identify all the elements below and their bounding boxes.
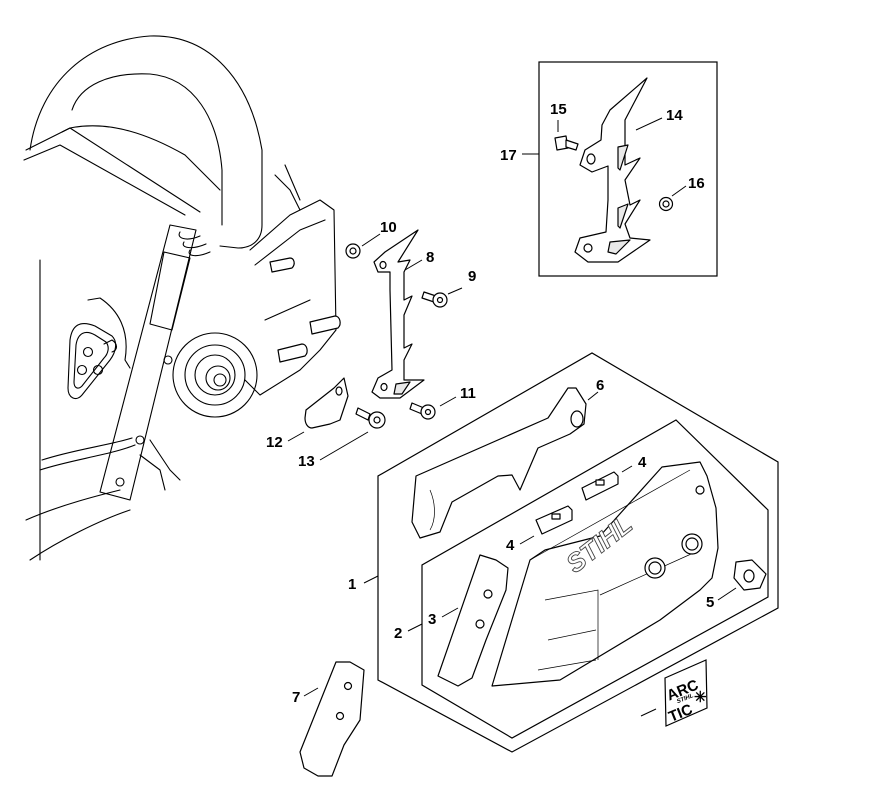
callout-5: 5 — [706, 594, 714, 611]
part-8-spike — [371, 229, 425, 399]
callout-labels: 1 2 3 4 4 5 6 7 8 9 10 11 12 13 14 15 16… — [266, 101, 714, 706]
callout-8: 8 — [426, 249, 434, 266]
part-9-screw — [421, 291, 448, 308]
part-16-nut — [658, 196, 674, 212]
callout-11: 11 — [460, 385, 476, 402]
callout-3: 3 — [428, 611, 436, 628]
part-12-plate — [304, 377, 349, 429]
callout-4-upper: 4 — [638, 454, 647, 471]
kit-1-frame — [377, 352, 779, 753]
svg-text:TIC: TIC — [666, 701, 695, 726]
part-7-insert — [299, 661, 365, 777]
callout-17: 17 — [500, 147, 517, 164]
part-3-insert — [437, 554, 509, 687]
part-13-screw — [355, 407, 386, 429]
callout-13: 13 — [298, 453, 315, 470]
chainsaw-body — [23, 35, 341, 561]
callout-12: 12 — [266, 434, 283, 451]
part-5-collar-nut — [733, 559, 767, 591]
part-10-nut — [345, 243, 361, 259]
svg-text:✳: ✳ — [694, 689, 707, 706]
part-14-spike-bumper — [574, 77, 651, 263]
part-4-insert-b — [581, 471, 619, 501]
arctic-badge: ARC STIHL TIC ✳ — [664, 659, 708, 727]
callout-9: 9 — [468, 268, 476, 285]
part-11-screw — [409, 402, 436, 420]
callout-1: 1 — [348, 576, 356, 593]
callout-14: 14 — [666, 107, 683, 124]
callout-7: 7 — [292, 689, 300, 706]
callout-15: 15 — [550, 101, 567, 118]
callout-10: 10 — [380, 219, 397, 236]
callout-6: 6 — [596, 377, 604, 394]
part-4-insert-a — [535, 505, 573, 535]
leader-lines — [287, 117, 737, 697]
part-15-screw — [554, 135, 579, 151]
callout-4-lower: 4 — [506, 537, 515, 554]
part-6-chain-guide — [411, 387, 587, 539]
callout-16: 16 — [688, 175, 705, 192]
kit-2-frame — [421, 419, 769, 739]
callout-2: 2 — [394, 625, 402, 642]
sprocket-cover: STIHL — [491, 461, 719, 687]
kit-17-frame — [538, 61, 718, 277]
